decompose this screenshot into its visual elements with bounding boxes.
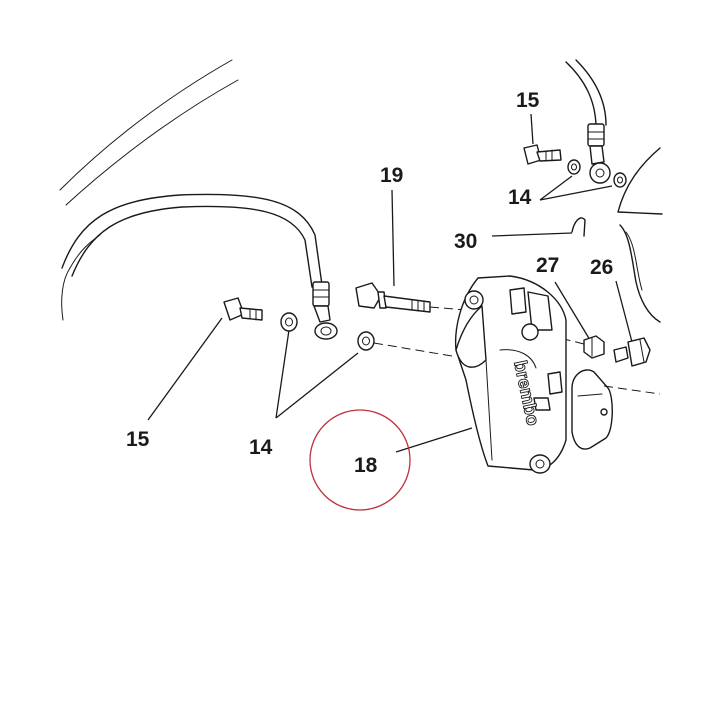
brake-pad: [571, 369, 661, 450]
washer-top-right-a: [567, 159, 581, 175]
banjo-fitting-right: [589, 162, 611, 184]
callout-15-left: 15: [126, 428, 150, 451]
callout-26: 26: [590, 256, 613, 279]
callout-14-left: 14: [249, 436, 273, 459]
highlight-circle: [309, 409, 411, 511]
brake-caliper: brembo: [454, 275, 567, 474]
hose-ferrule: [312, 281, 330, 307]
bolt-top-right: [523, 144, 562, 165]
callout-18: 18: [354, 454, 378, 477]
callout-15-top: 15: [516, 89, 540, 112]
washer-top-right-b: [613, 172, 627, 188]
bolt-long: [355, 282, 467, 313]
callout-30: 30: [454, 230, 477, 253]
washer-left-a: [280, 312, 298, 332]
fork-bracket: [617, 147, 663, 323]
frame-outline: [59, 59, 239, 321]
banjo-fitting-left: [314, 322, 338, 340]
brake-hose-left: [61, 193, 338, 340]
callout-14-top: 14: [508, 186, 532, 209]
bleeder-cap: [613, 337, 651, 367]
callout-27: 27: [536, 254, 559, 277]
retaining-clip: [571, 217, 586, 237]
callout-19: 19: [380, 164, 403, 187]
washer-left-b: [357, 331, 375, 351]
brake-hose-right: [565, 59, 611, 184]
bolt-left: [223, 297, 263, 321]
